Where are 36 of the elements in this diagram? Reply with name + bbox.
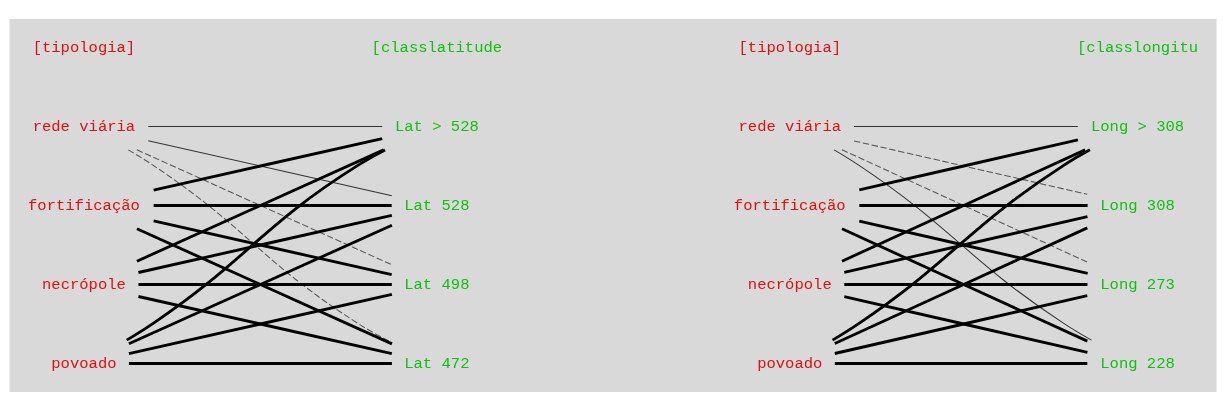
connector xyxy=(858,137,1079,191)
node-text: Lat 528 xyxy=(404,196,470,215)
connector xyxy=(153,219,393,276)
connector xyxy=(853,125,1079,127)
connector xyxy=(138,213,393,274)
node-text: Long 308 xyxy=(1100,196,1175,215)
connector xyxy=(153,136,383,191)
connector xyxy=(138,282,392,286)
node-text: rede viária xyxy=(738,117,842,136)
node-text: Long 228 xyxy=(1100,354,1175,373)
node-text: fortificação xyxy=(28,196,140,215)
node-text: Long 273 xyxy=(1100,275,1175,294)
label: [classlongitu xyxy=(1076,38,1199,57)
node-text: necrópole xyxy=(747,275,832,294)
connector xyxy=(147,139,393,196)
node-text: Lat 472 xyxy=(404,354,470,373)
label: [classlatitude xyxy=(371,38,503,57)
node-text: necrópole xyxy=(41,275,126,294)
connector xyxy=(843,214,1088,274)
connector xyxy=(853,139,1088,195)
node-text: fortificação xyxy=(733,196,846,215)
connector xyxy=(859,203,1088,207)
connector xyxy=(153,203,392,207)
node-text: povoado xyxy=(51,354,117,373)
node-text: Long > 308 xyxy=(1090,117,1185,136)
label: [tipologia] xyxy=(738,38,842,57)
connector xyxy=(858,219,1088,275)
connector xyxy=(147,125,383,127)
node-text: povoado xyxy=(757,354,823,373)
connector xyxy=(128,361,392,365)
node-text: rede viária xyxy=(32,117,136,136)
node-text: Lat > 528 xyxy=(394,117,479,136)
connector xyxy=(844,282,1088,286)
connector xyxy=(834,361,1088,365)
label: [tipologia] xyxy=(32,38,136,57)
node-text: Lat 498 xyxy=(404,275,470,294)
